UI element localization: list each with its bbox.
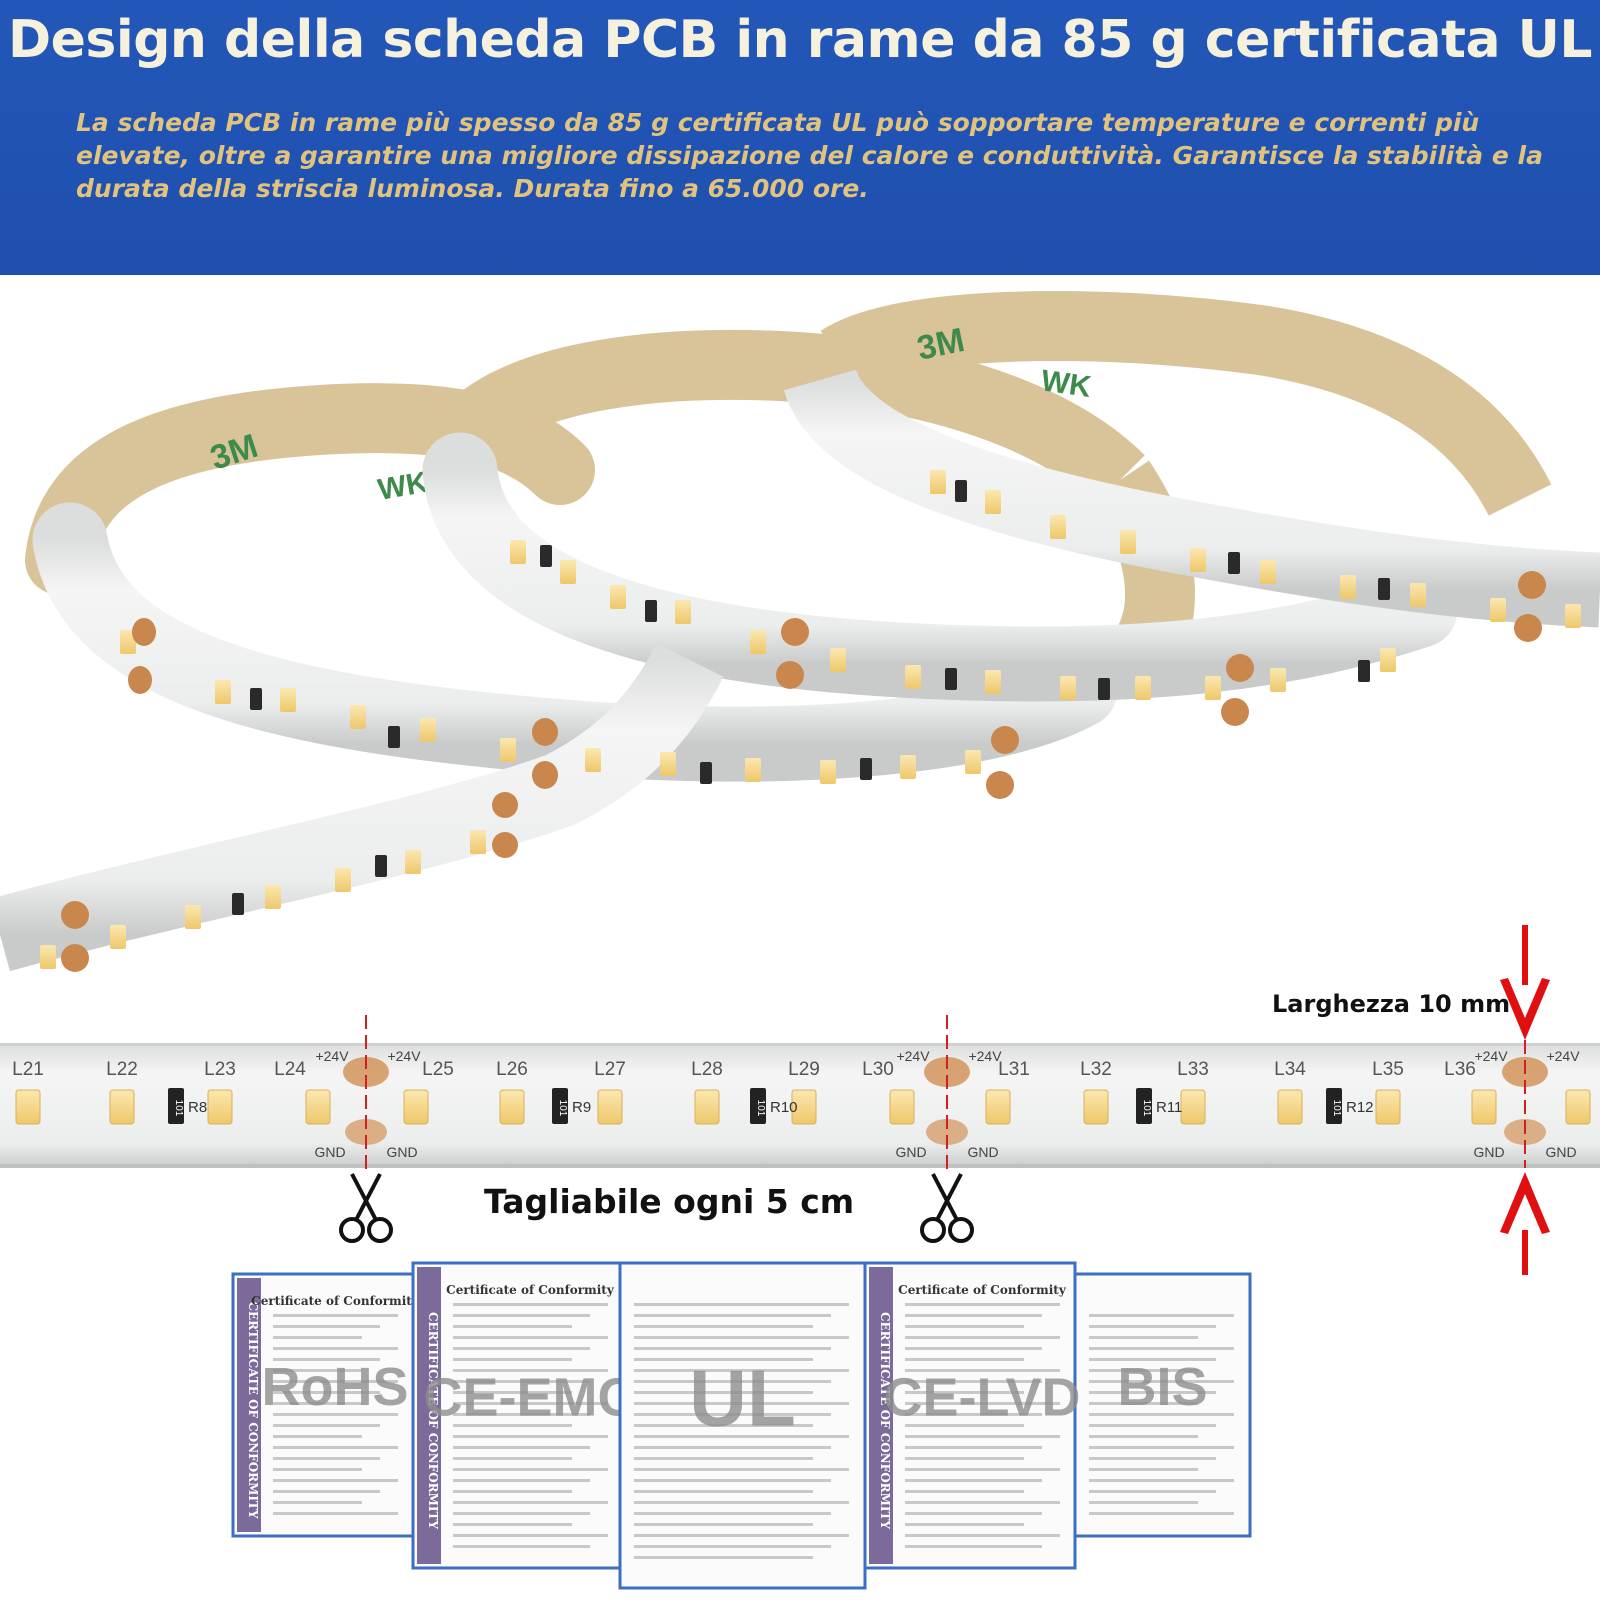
- header-banner: Design della scheda PCB in rame da 85 g …: [0, 0, 1600, 275]
- led-label: L35: [1372, 1059, 1404, 1080]
- svg-text:WK: WK: [375, 466, 430, 507]
- resistor: [168, 1088, 184, 1124]
- certificate-heading: Certificate of Conformity: [446, 1283, 615, 1297]
- certificate-card: CERTIFICATE OF CONFORMITY Certificate of …: [863, 1261, 1081, 1570]
- led-chip: [694, 1089, 720, 1125]
- resistor-marking: 101: [557, 1100, 568, 1117]
- led-label: L34: [1274, 1059, 1306, 1080]
- led-label: L22: [106, 1059, 138, 1080]
- led-chip: [1565, 1089, 1591, 1125]
- led-chip: [791, 1089, 817, 1125]
- resistor-label: R11: [1156, 1099, 1182, 1116]
- pad-label-ground: GND: [386, 1144, 417, 1160]
- led-label: L31: [998, 1059, 1030, 1080]
- led-chip: [403, 1089, 429, 1125]
- scissors-icon: [920, 1173, 974, 1243]
- resistor-marking: 101: [173, 1100, 184, 1117]
- pad-label-positive: +24V: [896, 1048, 930, 1064]
- svg-text:WK: WK: [1039, 364, 1093, 404]
- certificate-card: UL: [618, 1261, 867, 1590]
- certificate-mark: RoHS: [262, 1357, 409, 1417]
- certificate-side-label: CERTIFICATE OF CONFORMITY: [426, 1312, 440, 1529]
- pad-label-positive: +24V: [387, 1048, 421, 1064]
- led-label: L32: [1080, 1059, 1112, 1080]
- resistor: [552, 1088, 568, 1124]
- copper-pad: [924, 1057, 970, 1087]
- led-chip: [305, 1089, 331, 1125]
- certificate-mark: CE-EMC: [424, 1368, 637, 1428]
- led-label: L29: [788, 1059, 820, 1080]
- pad-label-positive: +24V: [968, 1048, 1002, 1064]
- led-chip: [985, 1089, 1011, 1125]
- led-chip: [207, 1089, 233, 1125]
- resistor-label: R9: [572, 1099, 591, 1116]
- resistor: [750, 1088, 766, 1124]
- copper-pad: [343, 1057, 389, 1087]
- pad-label-ground: GND: [895, 1144, 926, 1160]
- resistor-label: R12: [1346, 1099, 1374, 1116]
- led-label: L26: [496, 1059, 528, 1080]
- led-chip: [597, 1089, 623, 1125]
- cut-label: Tagliabile ogni 5 cm: [484, 1182, 855, 1221]
- led-chip: [1277, 1089, 1303, 1125]
- led-chip: [109, 1089, 135, 1125]
- banner-description: La scheda PCB in rame più spesso da 85 g…: [76, 108, 1543, 203]
- straight-led-strip: L21 L22 L23 L24 L25 L26 L27 L28 L29 L30 L31 L32 L33 L…: [0, 1043, 1600, 1168]
- cut-lines: [365, 1015, 1526, 1172]
- certificate-heading: Certificate of Conformity: [251, 1294, 420, 1308]
- pad-label-positive: +24V: [1546, 1048, 1580, 1064]
- resistor-marking: 101: [1331, 1100, 1342, 1117]
- resistor: [1136, 1088, 1152, 1124]
- led-label: L28: [691, 1059, 723, 1080]
- pad-label-ground: GND: [967, 1144, 998, 1160]
- resistor-label: R10: [770, 1099, 798, 1116]
- certificate-mark: UL: [689, 1354, 796, 1443]
- led-label: L30: [862, 1059, 894, 1080]
- copper-pad: [345, 1119, 387, 1145]
- led-label: L24: [274, 1059, 306, 1080]
- copper-pad: [926, 1119, 968, 1145]
- pad-label-positive: +24V: [315, 1048, 349, 1064]
- led-label: L23: [204, 1059, 236, 1080]
- led-chip: [889, 1089, 915, 1125]
- arrow-down-icon: [1500, 925, 1550, 1040]
- width-label: Larghezza 10 mm: [1272, 990, 1511, 1018]
- resistor: [1326, 1088, 1342, 1124]
- certificate-side-label: CERTIFICATE OF CONFORMITY: [246, 1301, 260, 1518]
- pad-label-ground: GND: [314, 1144, 345, 1160]
- led-label: L21: [12, 1059, 44, 1080]
- led-chip: [1083, 1089, 1109, 1125]
- certificate-mark: CE-LVD: [884, 1368, 1081, 1428]
- resistor-marking: 101: [1141, 1100, 1152, 1117]
- led-chip: [499, 1089, 525, 1125]
- arrow-up-icon: [1500, 1172, 1550, 1275]
- pad-label-ground: GND: [1545, 1144, 1576, 1160]
- scissors-icon: [339, 1173, 393, 1243]
- coiled-led-strip: 3M 3M WK WK: [0, 291, 1600, 972]
- certificate-card: CERTIFICATE OF CONFORMITY Certificate of …: [411, 1261, 637, 1570]
- resistor-label: R8: [188, 1099, 207, 1116]
- led-label: L25: [422, 1059, 454, 1080]
- resistor-marking: 101: [755, 1100, 766, 1117]
- led-chip: [15, 1089, 41, 1125]
- led-label: L33: [1177, 1059, 1209, 1080]
- certificate-heading: Certificate of Conformity: [898, 1283, 1067, 1297]
- pad-label-positive: +24V: [1474, 1048, 1508, 1064]
- led-chip: [1471, 1089, 1497, 1125]
- certificate-side-label: CERTIFICATE OF CONFORMITY: [878, 1312, 892, 1529]
- led-label: L27: [594, 1059, 626, 1080]
- led-chip: [1375, 1089, 1401, 1125]
- certificate-mark: BIS: [1117, 1357, 1207, 1417]
- certificate-card: BIS: [1073, 1272, 1252, 1538]
- led-chip: [1180, 1089, 1206, 1125]
- banner-title: Design della scheda PCB in rame da 85 g …: [7, 10, 1593, 70]
- pad-label-ground: GND: [1473, 1144, 1504, 1160]
- led-label: L36: [1444, 1059, 1476, 1080]
